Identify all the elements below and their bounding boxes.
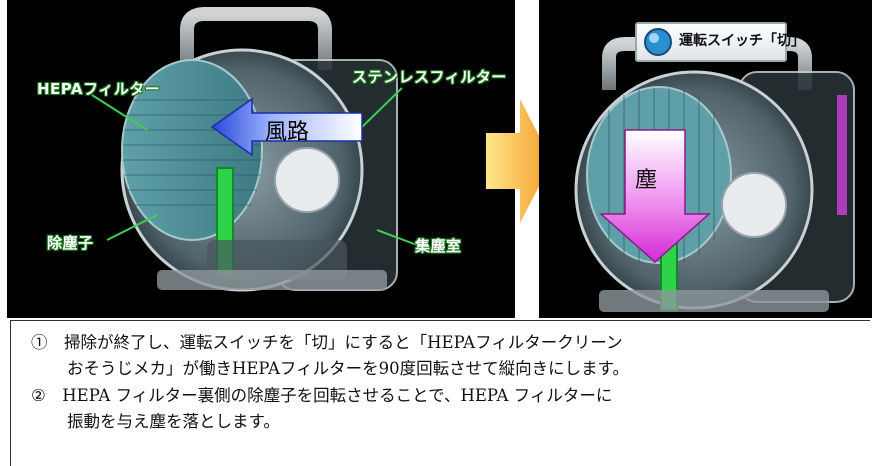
caption-line-4: 振動を与え塵を落とします。 <box>67 412 280 431</box>
stainless-filter-label: ステンレスフィルター <box>352 68 507 86</box>
airflow-arrow-text: 風路 <box>265 120 310 145</box>
cleaner-cutaway-illustration <box>91 7 418 292</box>
switch-off-text: 運転スイッチ「切」 <box>679 33 805 49</box>
right-cutaway-image: 運転スイッチ「切」 塵 <box>539 0 872 318</box>
switch-off-sign: 運転スイッチ「切」 <box>635 22 805 62</box>
caption-line-2: おそうじメカ」が働きHEPAフィルターを90度回転させて縦向きにします。 <box>67 359 629 378</box>
switch-button-icon <box>644 28 672 56</box>
left-cutaway-image: HEPAフィルター ステンレスフィルター 除塵子 集塵室 風路 <box>7 0 515 318</box>
transition-arrow-icon <box>486 99 552 223</box>
caption-line-3: ② HEPA フィルター裏側の除塵子を回転させることで、HEPA フィルターに <box>31 386 613 405</box>
caption-line-1: ① 掃除が終了し、運転スイッチを「切」にすると「HEPAフィルタークリーン <box>31 333 623 352</box>
dust-chamber-label: 集塵室 <box>415 237 462 255</box>
airflow-arrow <box>210 97 363 157</box>
dust-arrow-text: 塵 <box>635 168 658 193</box>
cleaner-rotated-filter-illustration <box>574 37 855 312</box>
caption-box: ① 掃除が終了し、運転スイッチを「切」にすると「HEPAフィルタークリーン おそ… <box>10 320 870 466</box>
dust-fall-arrow <box>599 129 711 264</box>
hepa-filter-label: HEPAフィルター <box>37 80 161 98</box>
dust-remover-label: 除塵子 <box>47 234 94 252</box>
